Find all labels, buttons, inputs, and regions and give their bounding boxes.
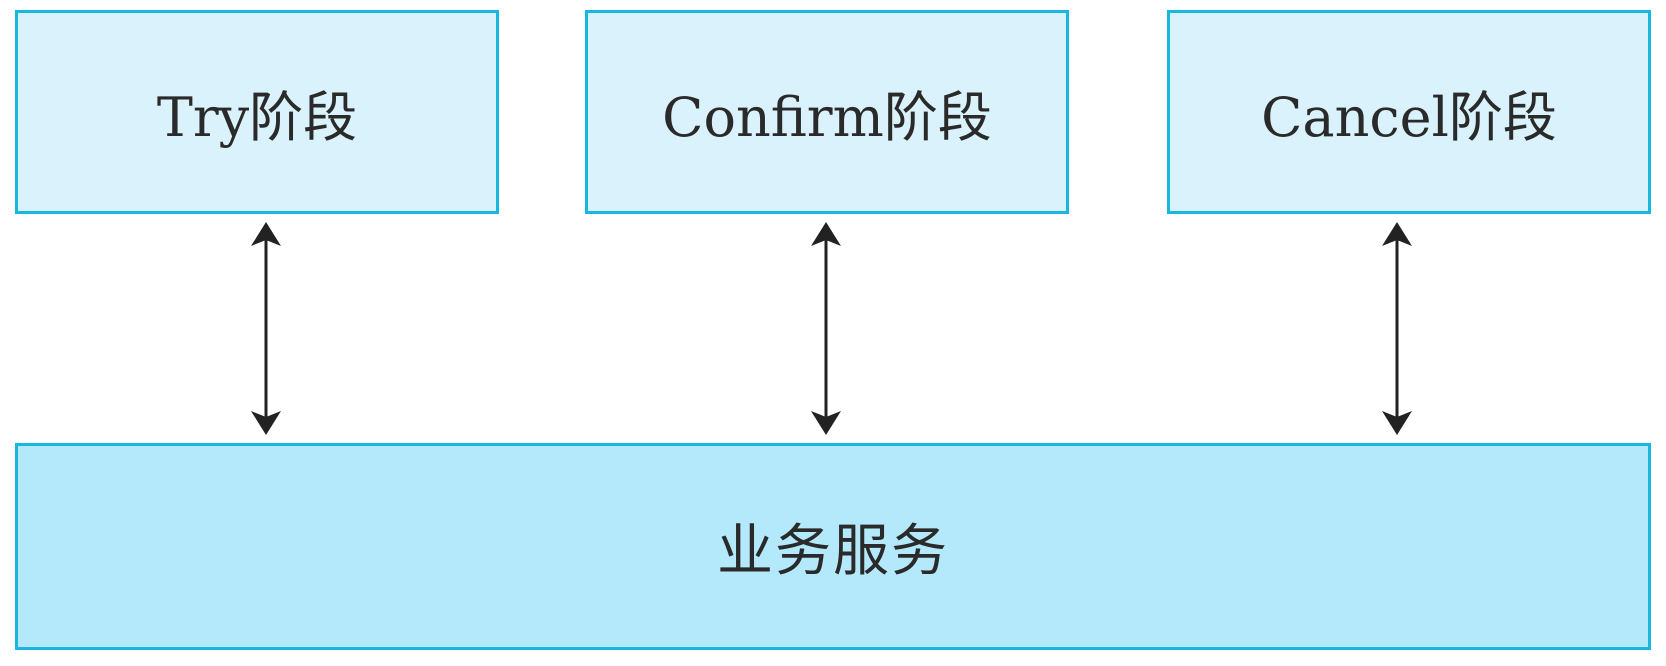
try-phase-label: Try阶段: [156, 85, 358, 149]
cancel-phase-label: Cancel阶段: [1261, 85, 1557, 149]
business-service-label: 业务服务: [717, 519, 949, 584]
cancel-phase-box: Cancel阶段: [1167, 10, 1651, 214]
confirm-phase-box: Confirm阶段: [585, 10, 1069, 214]
business-service-box: 业务服务: [15, 443, 1651, 650]
confirm-phase-label: Confirm阶段: [662, 85, 992, 149]
try-phase-box: Try阶段: [15, 10, 499, 214]
